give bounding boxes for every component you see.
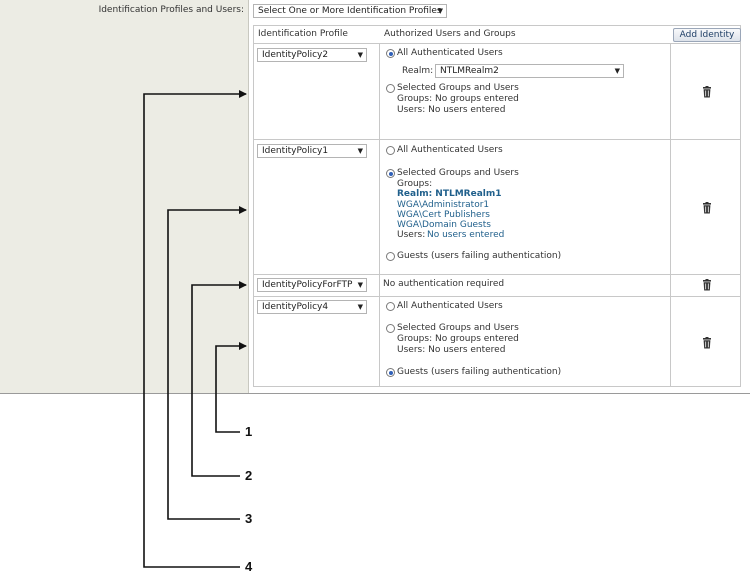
callout-number: 3 (245, 511, 253, 526)
column-divider (379, 26, 380, 386)
column-header-profile: Identification Profile (258, 29, 348, 39)
identity-panel: Identification Profiles and Users: Selec… (0, 0, 750, 394)
callout-number: 4 (245, 559, 253, 574)
all-authenticated-radio[interactable] (386, 146, 395, 155)
guests-label: Guests (users failing authentication) (397, 367, 562, 377)
selected-groups-radio[interactable] (386, 169, 395, 178)
selected-groups-radio[interactable] (386, 324, 395, 333)
no-auth-label: No authentication required (383, 279, 505, 289)
identification-profiles-select-value: Select One or More Identification Profil… (258, 6, 442, 16)
selected-groups-label: Selected Groups and Users (397, 168, 519, 178)
group-entry: WGA\Administrator1 (397, 200, 490, 210)
guests-radio[interactable] (386, 252, 395, 261)
realm-line: Realm: NTLMRealm1 (397, 189, 502, 199)
users-label: Users: (397, 230, 426, 240)
chevron-down-icon: ▼ (614, 67, 620, 75)
trash-icon[interactable] (701, 279, 713, 291)
all-authenticated-radio[interactable] (386, 49, 395, 58)
profile-select[interactable]: IdentityPolicy1 ▼ (257, 144, 367, 158)
users-value: No users entered (427, 230, 505, 240)
label-column: Identification Profiles and Users: (0, 0, 249, 393)
profile-select-value: IdentityPolicy4 (262, 302, 329, 312)
table-row: IdentityPolicy4 ▼ All Authenticated User… (254, 297, 740, 387)
table-row: IdentityPolicyForFTP ▼ No authentication… (254, 275, 740, 297)
selected-groups-label: Selected Groups and Users (397, 323, 519, 333)
profile-select-value: IdentityPolicy2 (262, 50, 329, 60)
selected-groups-radio[interactable] (386, 84, 395, 93)
users-line: Users: No users entered (397, 105, 506, 115)
callout-number: 2 (245, 468, 253, 483)
profile-select-value: IdentityPolicy1 (262, 146, 329, 156)
users-line: Users: No users entered (397, 345, 506, 355)
profile-select[interactable]: IdentityPolicy2 ▼ (257, 48, 367, 62)
profile-select[interactable]: IdentityPolicy4 ▼ (257, 300, 367, 314)
trash-icon[interactable] (701, 337, 713, 349)
guests-radio[interactable] (386, 368, 395, 377)
realm-select-value: NTLMRealm2 (440, 66, 499, 76)
profile-select-value: IdentityPolicyForFTP (262, 280, 353, 290)
groups-line: Groups: No groups entered (397, 334, 519, 344)
realm-select[interactable]: NTLMRealm2 ▼ (435, 64, 624, 78)
column-header-users: Authorized Users and Groups (384, 29, 516, 39)
group-entry: WGA\Domain Guests (397, 220, 491, 230)
realm-label: Realm: (402, 66, 434, 76)
chevron-down-icon: ▼ (437, 7, 443, 15)
callout-number: 1 (245, 424, 253, 439)
group-entry: WGA\Cert Publishers (397, 210, 490, 220)
all-authenticated-label: All Authenticated Users (397, 301, 503, 311)
identity-table: Identification Profile Authorized Users … (253, 25, 741, 387)
table-header: Identification Profile Authorized Users … (254, 26, 741, 44)
chevron-down-icon: ▼ (357, 281, 363, 289)
all-authenticated-radio[interactable] (386, 302, 395, 311)
identification-profiles-label: Identification Profiles and Users: (98, 5, 244, 15)
trash-icon[interactable] (701, 86, 713, 98)
all-authenticated-label: All Authenticated Users (397, 48, 503, 58)
selected-groups-label: Selected Groups and Users (397, 83, 519, 93)
table-row: IdentityPolicy2 ▼ All Authenticated User… (254, 44, 740, 140)
chevron-down-icon: ▼ (357, 303, 363, 311)
groups-line: Groups: No groups entered (397, 94, 519, 104)
groups-label: Groups: (397, 179, 433, 189)
identification-profiles-select[interactable]: Select One or More Identification Profil… (253, 4, 447, 18)
chevron-down-icon: ▼ (357, 147, 363, 155)
guests-label: Guests (users failing authentication) (397, 251, 562, 261)
all-authenticated-label: All Authenticated Users (397, 145, 503, 155)
table-row: IdentityPolicy1 ▼ All Authenticated User… (254, 140, 740, 275)
column-divider (670, 26, 671, 386)
profile-select[interactable]: IdentityPolicyForFTP ▼ (257, 278, 367, 292)
trash-icon[interactable] (701, 202, 713, 214)
add-identity-button[interactable]: Add Identity (673, 28, 741, 42)
chevron-down-icon: ▼ (357, 51, 363, 59)
